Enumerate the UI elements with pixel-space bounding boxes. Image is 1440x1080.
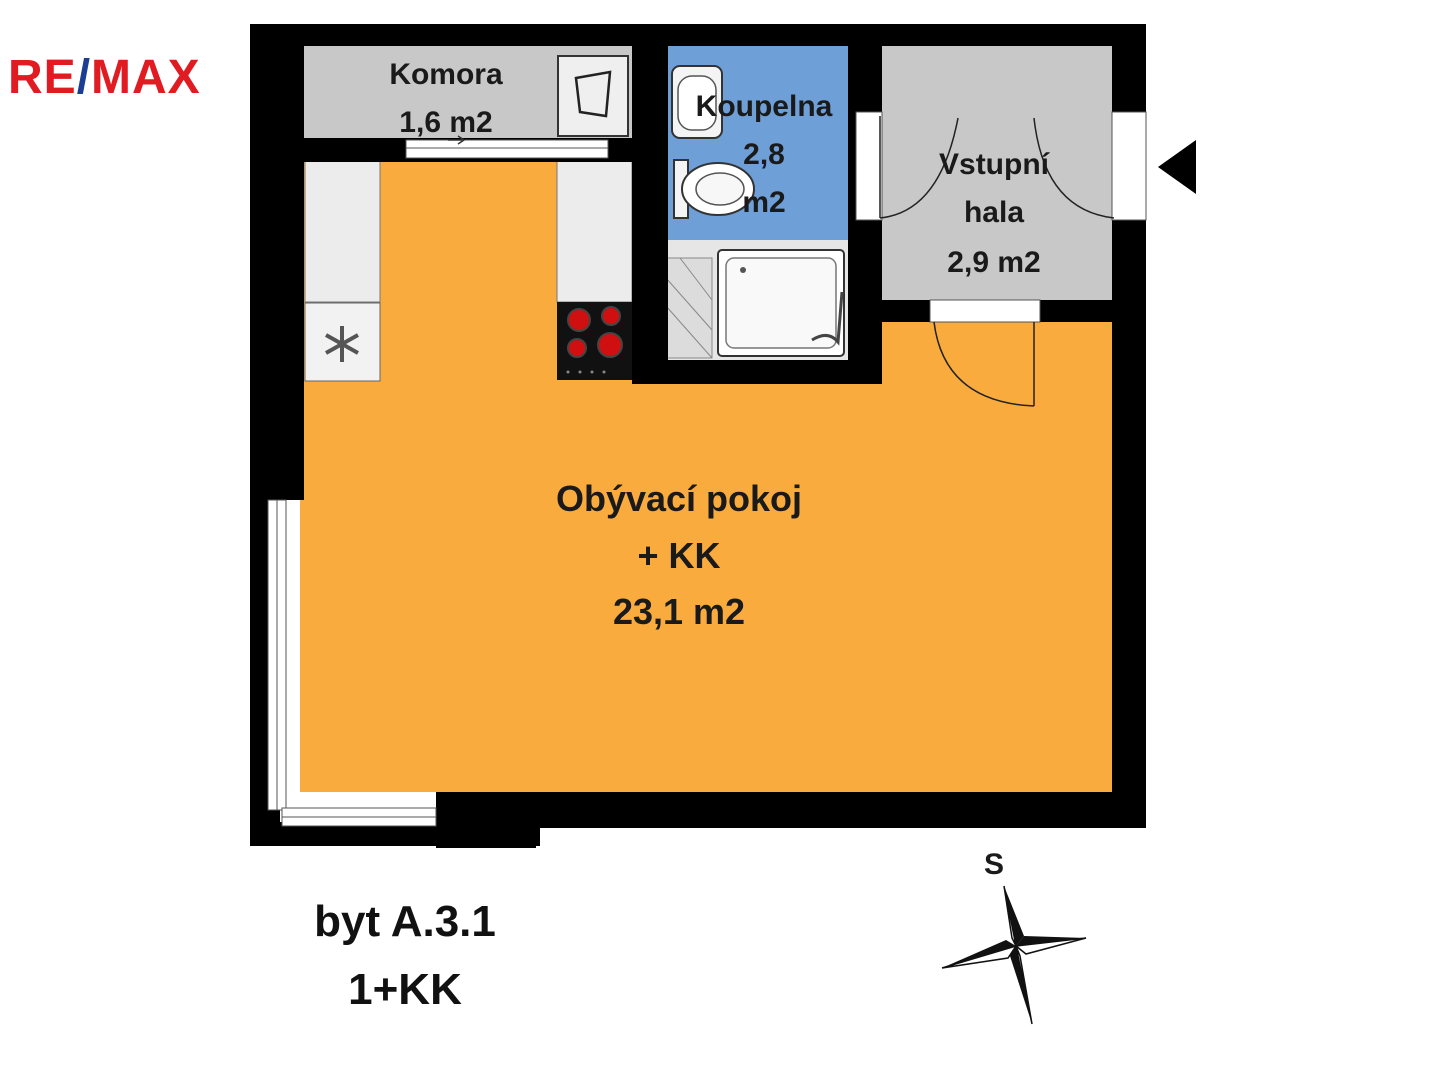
flat-id: byt A.3.1 <box>314 897 496 946</box>
label-hala-name-2: hala <box>964 196 1024 229</box>
toilet-icon <box>673 159 755 219</box>
label-obyvaci-area: 23,1 m2 <box>613 591 745 632</box>
sink-icon <box>671 65 723 139</box>
shower-tray-icon <box>665 249 845 359</box>
compass-label: S <box>984 848 1004 881</box>
flat-caption: byt A.3.1 1+KK <box>250 888 560 1024</box>
label-koupelna-area-2: m2 <box>742 186 785 219</box>
label-koupelna-area-1: 2,8 <box>743 138 785 171</box>
kitchen-counter-right <box>556 159 633 303</box>
entrance-arrow-icon <box>1158 140 1196 194</box>
compass-rose-icon <box>941 885 1087 1025</box>
label-komora-area: 1,6 m2 <box>399 106 492 139</box>
label-hala-area: 2,9 m2 <box>947 246 1040 279</box>
stove-icon <box>557 302 632 380</box>
label-koupelna-name: Koupelna <box>696 90 833 123</box>
washing-machine-icon <box>304 302 381 382</box>
label-hala-name-1: Vstupní <box>939 148 1051 181</box>
flat-type: 1+KK <box>348 965 462 1014</box>
boiler-icon <box>557 55 629 137</box>
openings <box>267 111 1147 827</box>
room-vstupni-hala <box>880 44 1112 300</box>
kitchen-counter-left <box>304 159 381 303</box>
label-komora-name: Komora <box>389 58 503 91</box>
label-obyvaci-name-1: Obývací pokoj <box>556 478 802 519</box>
label-obyvaci-name-2: + KK <box>637 535 720 576</box>
remax-logo: RE/MAX <box>8 51 201 104</box>
